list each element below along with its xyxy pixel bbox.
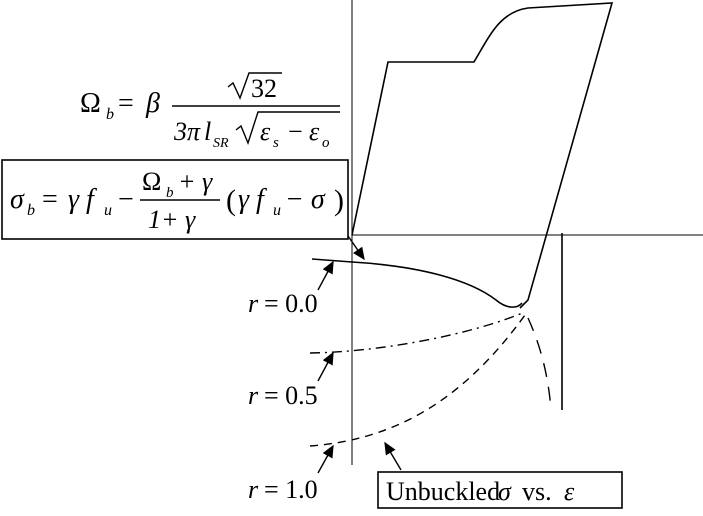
curve-r-1-0 (309, 314, 526, 447)
label-r-0-5-var: r (248, 381, 259, 410)
omega-den-l: l (204, 117, 211, 146)
sigma-frac-den: 1+ γ (148, 205, 196, 234)
omega-coef: β (145, 88, 160, 119)
sigma-paren-term-sub: u (273, 202, 281, 219)
label-r-1-0-var: r (248, 475, 259, 504)
omega-den-eps-o-sub: o (322, 135, 330, 151)
sqrt-symbol-den (235, 111, 340, 146)
sigma-frac-num-sub: b (166, 185, 174, 201)
sigma-paren-close: ) (334, 184, 344, 217)
label-r-0-0: r = 0.0 (248, 289, 318, 318)
unbuckled-vs: vs. (522, 477, 552, 506)
arrow-unbuckled (384, 441, 402, 471)
arrow-sigma-b (347, 235, 365, 261)
sigma-b-equation: σ b = γ f u − Ω b + γ 1+ γ ( γ f u − σ ) (10, 167, 344, 234)
omega-den-l-sub: SR (213, 136, 229, 151)
sqrt-symbol-num (227, 72, 282, 100)
sigma-minus: − (118, 184, 134, 215)
arrow-r-0-5 (317, 351, 334, 382)
unbuckled-label: Unbuckled σ vs. ε (386, 477, 575, 506)
sigma-lhs: σ (10, 184, 25, 215)
omega-num-root: 32 (251, 74, 277, 103)
label-r-0-5: r = 0.5 (248, 381, 318, 410)
omega-den-lead: 3π (173, 117, 201, 146)
unbuckled-sigma: σ (498, 477, 512, 506)
label-r-0-0-eq: = 0.0 (264, 289, 318, 318)
omega-lhs: Ω (80, 88, 101, 119)
omega-equals: = (118, 88, 134, 119)
unbuckled-box (377, 471, 623, 509)
omega-den-eps-s: ε (260, 117, 271, 146)
omega-lhs-sub: b (106, 106, 114, 123)
arrow-r-1-0 (317, 444, 334, 474)
sigma-paren-rest: − σ (285, 184, 326, 215)
curve-r-0-5 (309, 311, 526, 354)
sigma-term1: γ f (68, 184, 97, 215)
sigma-term1-sub: u (104, 202, 112, 219)
sigma-b-box (1, 159, 349, 240)
sigma-frac-num-omega: Ω (142, 167, 161, 196)
label-r-1-0: r = 1.0 (248, 475, 318, 504)
arrow-r-0-0 (317, 260, 334, 291)
curve-unbuckled (527, 317, 552, 411)
omega-den-eps-o: ε (309, 117, 320, 146)
unbuckled-eps: ε (564, 477, 575, 506)
sigma-frac-num-rest: + γ (178, 167, 213, 196)
label-r-1-0-eq: = 1.0 (264, 475, 318, 504)
omega-b-equation: Ω b = β 32 3π l SR ε s − ε o (80, 72, 340, 151)
label-r-0-5-eq: = 0.5 (264, 381, 318, 410)
label-r-0-0-var: r (248, 289, 259, 318)
omega-den-minus: − (288, 117, 303, 146)
sigma-paren-term: γ f (238, 184, 267, 215)
omega-den-eps-s-sub: s (273, 135, 279, 151)
sigma-paren-open: ( (226, 184, 236, 217)
curve-r-0-0 (311, 258, 523, 308)
hysteresis-loop (351, 2, 614, 309)
sigma-equals: = (42, 184, 58, 215)
unbuckled-text: Unbuckled (386, 477, 500, 506)
sigma-lhs-sub: b (27, 202, 35, 219)
